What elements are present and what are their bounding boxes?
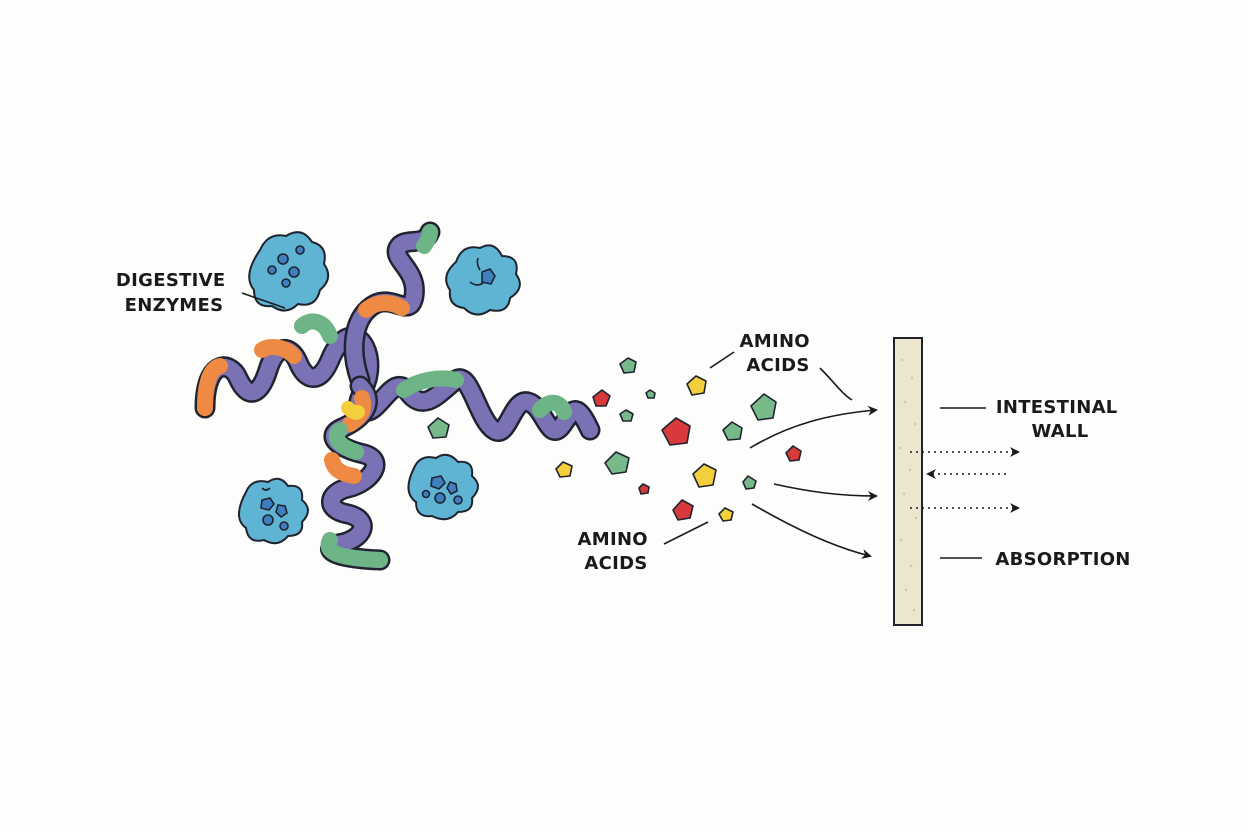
amino-acid bbox=[619, 409, 634, 422]
leader-amino-acids-top-2 bbox=[819, 367, 853, 401]
digestive-enzyme-1 bbox=[248, 231, 330, 312]
leader-amino-acids-bottom bbox=[663, 521, 709, 545]
chain-strand-a-green-2 bbox=[396, 370, 464, 398]
amino-acid bbox=[638, 483, 650, 495]
chain-strand-a-green-1 bbox=[294, 313, 338, 344]
amino-acid bbox=[722, 421, 743, 441]
amino-acid bbox=[604, 451, 630, 475]
chain-strand-a-orange-1 bbox=[197, 358, 228, 416]
amino-acid bbox=[661, 417, 691, 446]
chain-strand-a-green-3 bbox=[532, 394, 572, 420]
amino-acid bbox=[686, 375, 707, 396]
amino-acid bbox=[750, 393, 777, 421]
label-absorption: ABSORPTION bbox=[995, 549, 1130, 570]
chain-strand-b-orange bbox=[358, 295, 410, 318]
label-digestive-enzymes: DIGESTIVE ENZYMES bbox=[116, 270, 232, 316]
amino-acid bbox=[742, 475, 757, 490]
protein-chain bbox=[194, 221, 601, 571]
intestinal-wall bbox=[893, 337, 923, 626]
chain-strand-c-orange-2 bbox=[324, 452, 362, 484]
amino-acid bbox=[592, 389, 611, 407]
chain-strand-a-orange-2 bbox=[254, 339, 302, 364]
amino-acid bbox=[718, 507, 734, 522]
chain-strand-b-purple bbox=[346, 224, 438, 388]
chain-strand-c-yellow bbox=[341, 401, 365, 420]
amino-acid bbox=[785, 445, 802, 462]
label-amino-acids-top: AMINO ACIDS bbox=[740, 331, 817, 376]
label-amino-acids-bottom: AMINO ACIDS bbox=[578, 529, 655, 574]
label-intestinal-wall: INTESTINAL WALL bbox=[996, 397, 1124, 442]
absorption-arrow-3 bbox=[751, 503, 872, 559]
amino-acid bbox=[672, 499, 694, 521]
amino-acid bbox=[645, 389, 656, 399]
amino-acid bbox=[555, 461, 573, 478]
chain-strand-c-green-tail bbox=[320, 532, 388, 568]
amino-acid-cloud bbox=[427, 357, 802, 522]
leader-digestive-enzymes bbox=[241, 292, 286, 309]
amino-acid bbox=[692, 463, 717, 488]
digestive-enzyme-2 bbox=[445, 244, 521, 316]
leader-amino-acids-top bbox=[709, 351, 735, 369]
absorption-arrow-1 bbox=[749, 405, 878, 449]
chain-strand-c-green bbox=[328, 422, 364, 460]
digestive-enzyme-3 bbox=[238, 477, 309, 545]
amino-acid bbox=[427, 417, 450, 439]
amino-acid bbox=[619, 357, 637, 374]
digestive-enzyme-4 bbox=[407, 453, 479, 521]
chain-strand-b-green bbox=[416, 224, 438, 254]
absorption-arrow-2 bbox=[773, 483, 878, 501]
